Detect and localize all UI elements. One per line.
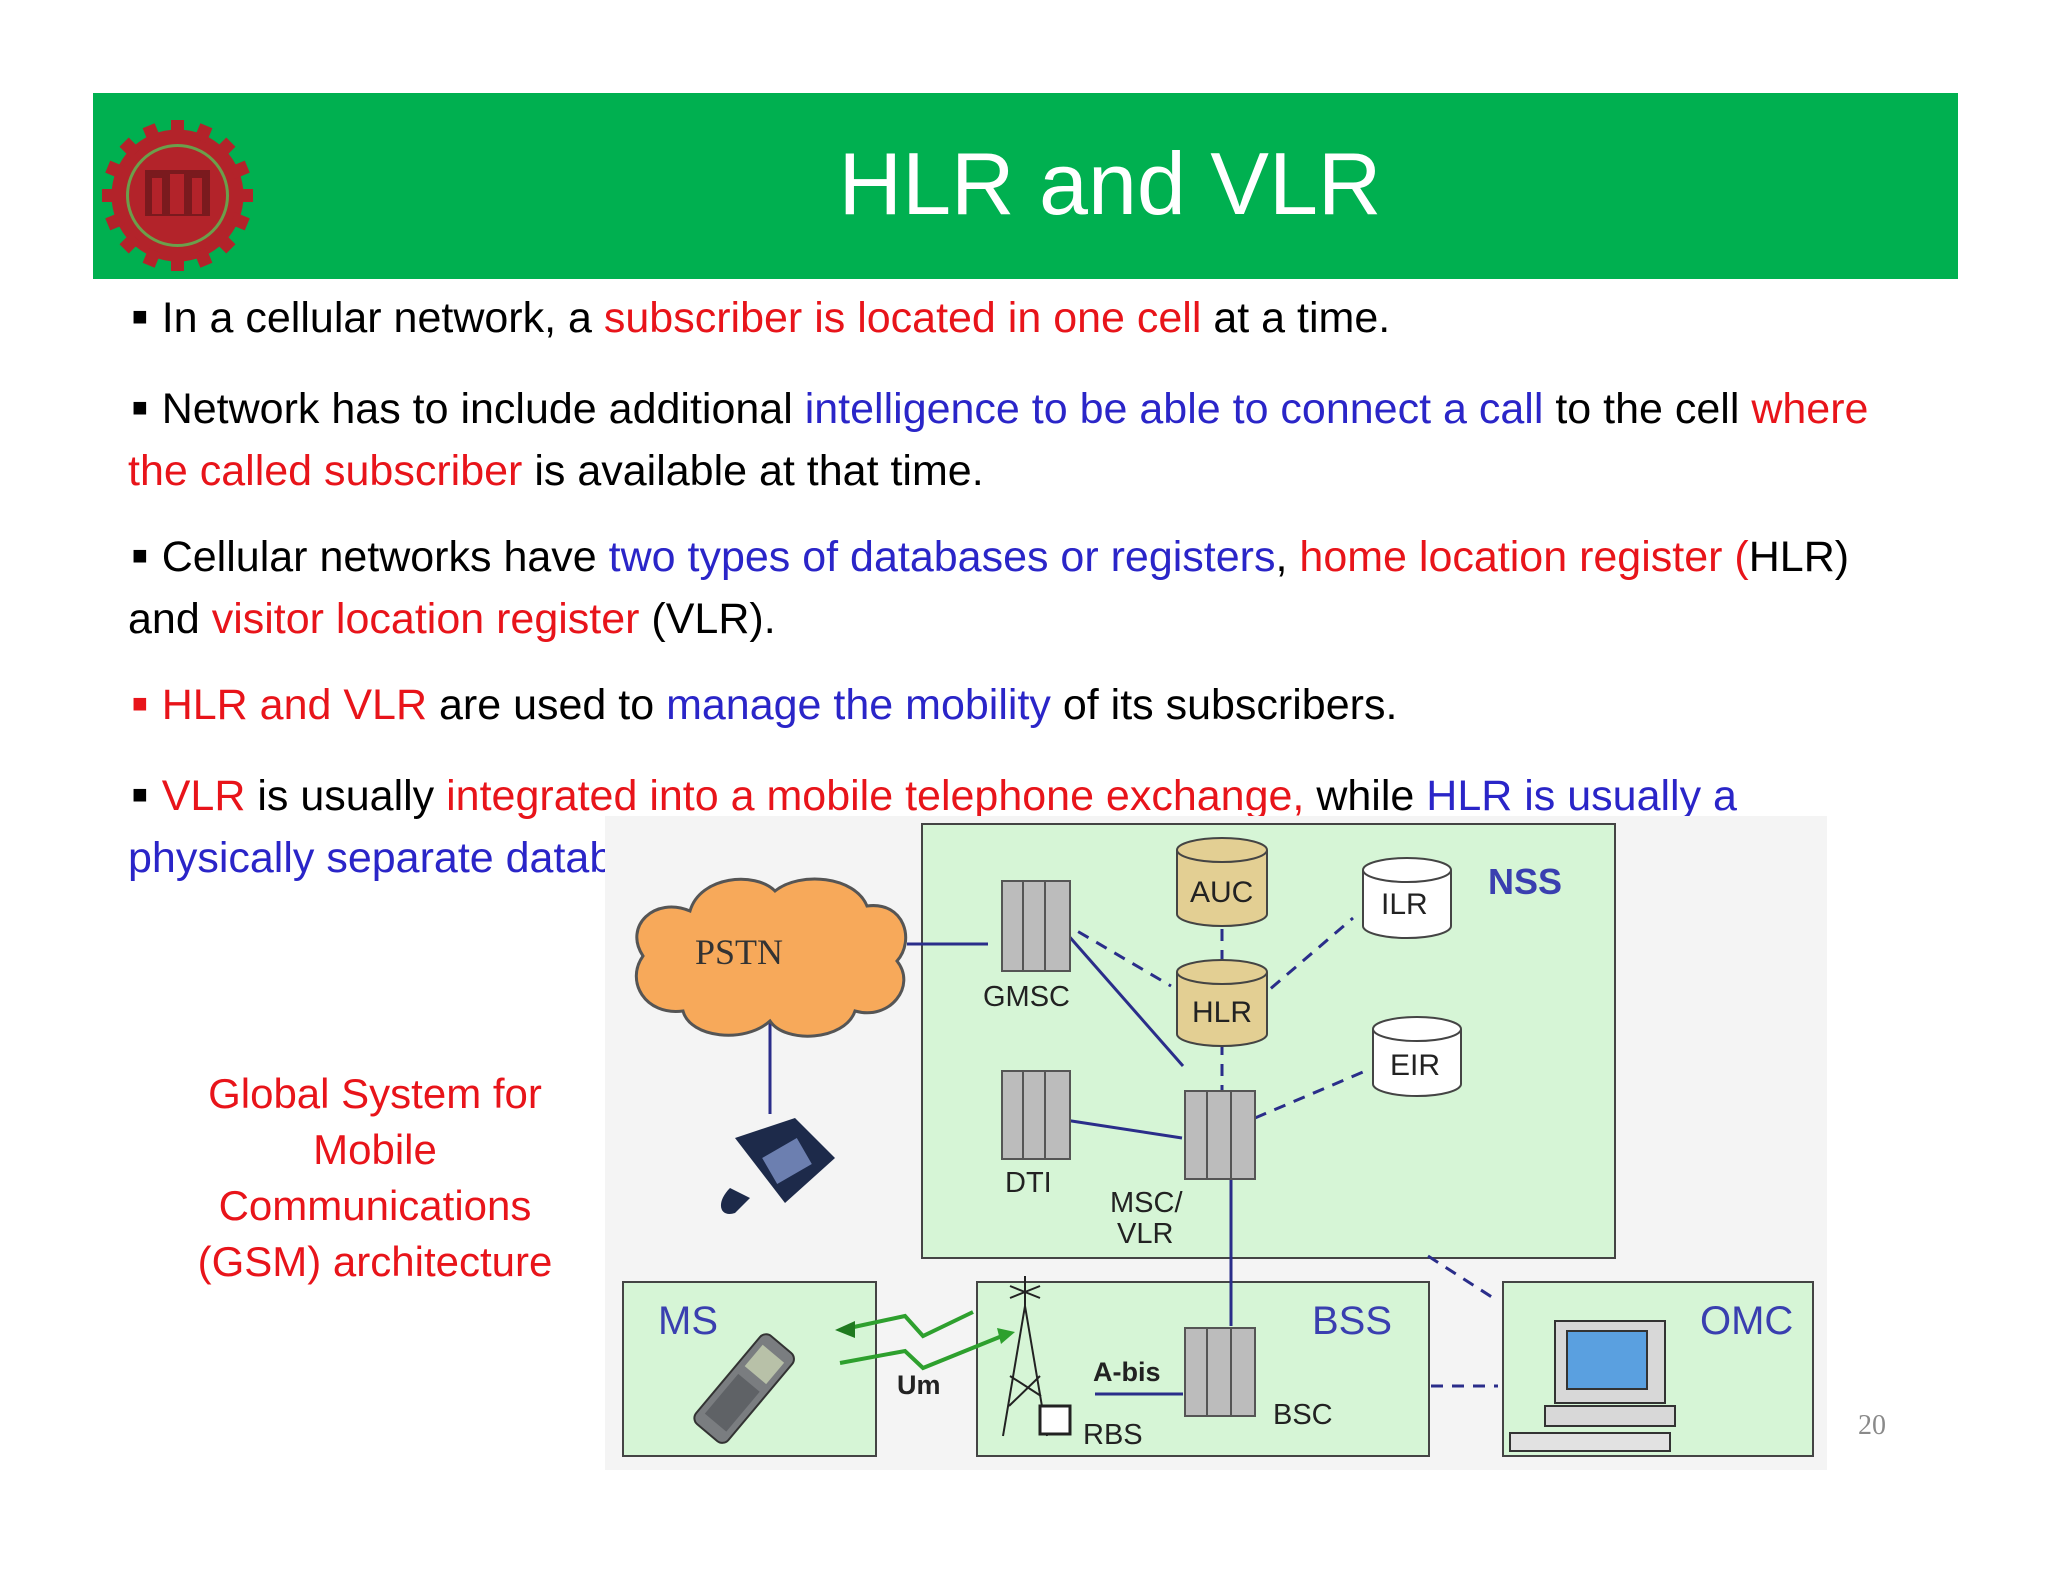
bullet-text-segment: (VLR).: [639, 595, 776, 643]
bullet-text-segment: is available at that time.: [522, 447, 984, 495]
ms-label: MS: [658, 1299, 718, 1343]
bsc-cabinet-icon: [1184, 1327, 1256, 1417]
bullet-text-segment: where the called subscriber: [128, 385, 1869, 495]
bullet-text-segment: integrated into a mobile telephone excha…: [446, 772, 1305, 820]
telephone-icon: [720, 1118, 835, 1214]
bss-label: BSS: [1312, 1299, 1392, 1343]
bullet-marker-icon: ■: [132, 540, 148, 570]
msc-vlr-cabinet-icon: [1184, 1090, 1256, 1180]
hlr-label: HLR: [1192, 996, 1252, 1029]
hlr-database-icon: [1176, 959, 1268, 1047]
eir-database-icon: [1372, 1016, 1462, 1097]
bullet-list: ■ In a cellular network, a subscriber is …: [128, 290, 1908, 916]
radio-link-arrows-icon: [839, 1310, 1008, 1371]
bullet-text-segment: HLR) and: [128, 533, 1850, 643]
eir-label: EIR: [1390, 1049, 1440, 1082]
bullet-text-segment: ,: [1275, 533, 1300, 581]
mobile-phone-icon: [693, 1333, 795, 1444]
bullet-text-segment: HLR is usually a physically separate dat…: [128, 772, 1737, 882]
bullet-text-segment: HLR and VLR: [161, 681, 428, 729]
bullet-marker-icon: ■: [132, 779, 148, 809]
bullet-text-segment: Cellular networks have: [161, 533, 609, 581]
nss-label: NSS: [1488, 861, 1562, 902]
dti-label: DTI: [1005, 1167, 1052, 1199]
msc-vlr-label-2: VLR: [1117, 1218, 1173, 1250]
bullet-marker-icon: ■: [132, 688, 148, 718]
bullet-text-segment: are used to: [427, 681, 667, 729]
bullet-marker-icon: ■: [132, 301, 148, 331]
dti-cabinet-icon: [1001, 1070, 1071, 1160]
bullet-item: ■ In a cellular network, a subscriber is …: [128, 290, 1908, 352]
rbs-antenna-tower-icon: [1002, 1276, 1072, 1437]
um-label: Um: [897, 1370, 941, 1400]
bullet-text-segment: Network has to include additional: [161, 385, 805, 433]
omc-computer-icon: [1509, 1320, 1676, 1452]
bullet-item: ■ VLR is usually integrated into a mobile…: [128, 768, 1908, 887]
page-number: 20: [1858, 1410, 1886, 1441]
bullet-text-segment: intelligence to be able to connect a cal…: [804, 385, 1544, 433]
bullet-text-segment: manage the mobility: [666, 681, 1051, 729]
bsc-label: BSC: [1273, 1399, 1333, 1431]
bullet-text-segment: is usually: [245, 772, 447, 820]
gmsc-label: GMSC: [983, 981, 1070, 1013]
pstn-cloud-icon: [634, 877, 908, 1038]
omc-label: OMC: [1700, 1299, 1793, 1343]
ilr-database-icon: [1362, 857, 1452, 939]
university-logo-icon: [102, 120, 253, 271]
abis-label: A-bis: [1093, 1357, 1161, 1387]
rbs-label: RBS: [1083, 1419, 1143, 1451]
bullet-text-segment: to the cell: [1543, 385, 1752, 433]
slide-title: HLR and VLR: [838, 134, 1382, 233]
bullet-text-segment: while: [1304, 772, 1427, 820]
title-bar: [93, 93, 1958, 279]
bullet-text-segment: In a cellular network, a: [161, 294, 604, 342]
bullet-item: ■ HLR and VLR are used to manage the mobi…: [128, 677, 1908, 739]
gsm-architecture-diagram: NSS MS BSS OMC PSTN GMSC: [605, 816, 1827, 1470]
diagram-caption: Global System for Mobile Communications …: [197, 1070, 553, 1285]
msc-vlr-label-1: MSC/: [1110, 1187, 1183, 1219]
bullet-text-segment: subscriber is located in one cell: [603, 294, 1202, 342]
bullet-item: ■ Cellular networks have two types of dat…: [128, 529, 1908, 648]
pstn-label: PSTN: [695, 932, 783, 972]
bullet-text-segment: home location register (: [1299, 533, 1749, 581]
gmsc-cabinet-icon: [1001, 880, 1071, 972]
bullet-item: ■ Network has to include additional intel…: [128, 381, 1908, 500]
bullet-text-segment: visitor location register: [211, 595, 640, 643]
bullet-marker-icon: ■: [132, 392, 148, 422]
bullet-text-segment: of its subscribers.: [1050, 681, 1398, 729]
bullet-text-segment: two types of databases or registers: [608, 533, 1276, 581]
bullet-text-segment: at a time.: [1201, 294, 1391, 342]
bullet-text-segment: VLR: [161, 772, 246, 820]
auc-label: AUC: [1190, 876, 1253, 909]
ilr-label: ILR: [1381, 888, 1428, 921]
auc-database-icon: [1176, 837, 1268, 927]
